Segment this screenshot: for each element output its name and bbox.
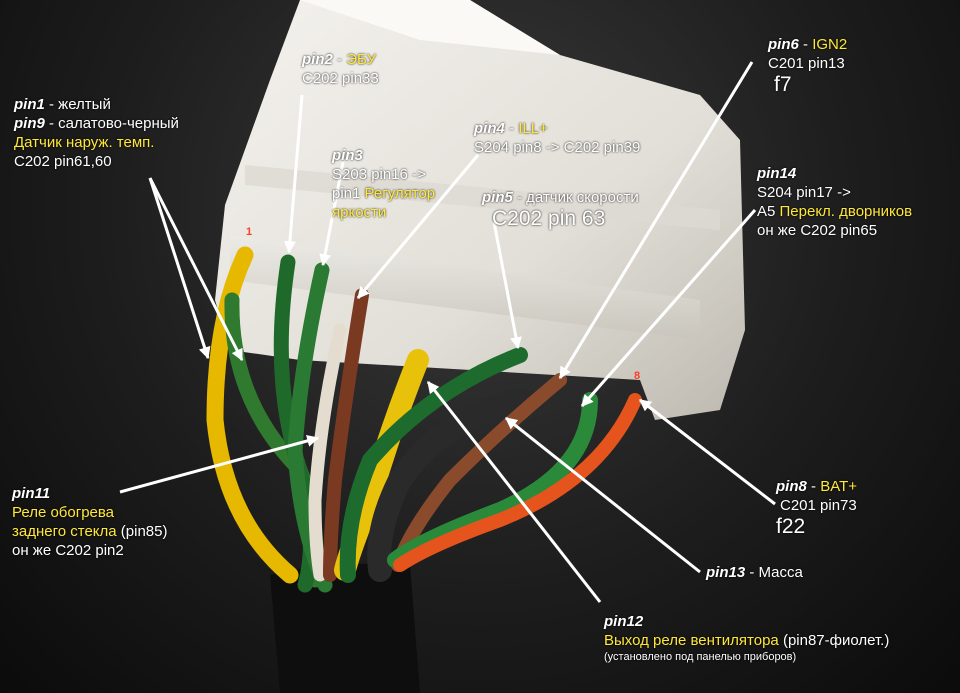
- pin8-name: pin8: [776, 478, 807, 495]
- pin11-name: pin11: [12, 485, 51, 502]
- wire-brown-pin4: [323, 288, 369, 582]
- wire-black-pin13: [367, 388, 532, 582]
- label-pin6: pin6 - IGN2 C201 pin13 f7: [768, 35, 847, 97]
- label-pin11: pin11 Реле обогрева заднего стекла (pin8…: [12, 484, 167, 560]
- pin5-connector: C202 pin 63: [492, 207, 606, 230]
- pin14-prefix: A5: [757, 203, 780, 220]
- pin11-relay-pin: (pin85): [116, 523, 168, 540]
- wire-orange-pin8: [393, 393, 642, 572]
- pin5-function: - датчик скорости: [512, 189, 639, 206]
- label-pin8: pin8 - BAT+ C201 pin73 f22: [776, 477, 857, 539]
- wire-white: [308, 323, 347, 582]
- pin12-relay-pin: (pin87-фиолет.): [778, 632, 890, 649]
- pin11-connector: он же C202 pin2: [12, 542, 124, 559]
- label-pin2: pin2 - ЭБУ C202 pin33: [302, 50, 379, 88]
- connector-marker-1: 1: [246, 226, 253, 238]
- pin3-name: pin3: [332, 147, 363, 164]
- pin12-name: pin12: [604, 613, 644, 630]
- pin6-connector: C201 pin13: [768, 55, 845, 72]
- pin2-name: pin2: [302, 51, 333, 68]
- pin14-function: Перекл. дворников: [779, 203, 913, 220]
- label-pin5: pin5 - датчик скорости C202 pin 63: [482, 188, 639, 231]
- pin11-function-2: заднего стекла: [12, 523, 117, 540]
- pin6-name: pin6: [768, 36, 799, 53]
- label-pin13: pin13 - Масса: [706, 563, 803, 582]
- pin3-function: Регулятор: [364, 185, 436, 202]
- label-pin4: pin4 - ILL+ S204 pin8 -> C202 pin39: [474, 119, 640, 157]
- pin1-name: pin1: [14, 96, 45, 113]
- pin5-name: pin5: [482, 189, 513, 206]
- pin6-function: IGN2: [812, 36, 848, 53]
- pin3-function-2: яркости: [332, 204, 387, 221]
- pin4-function: ILL+: [518, 120, 548, 137]
- pin13-name: pin13: [706, 564, 746, 581]
- pin9-color: - салатово-черный: [44, 115, 179, 132]
- pin8-connector: C201 pin73: [780, 497, 857, 514]
- pin2-connector: C202 pin33: [302, 70, 379, 87]
- connector-housing: [215, 0, 745, 420]
- pin2-function: ЭБУ: [346, 51, 376, 68]
- wire-bundle: [206, 246, 642, 593]
- pin2-sep: -: [332, 51, 347, 68]
- pin4-name: pin4: [474, 120, 505, 137]
- pin6-fuse: f7: [774, 73, 792, 96]
- label-pin1-pin9: pin1 - желтый pin9 - салатово-черный Дат…: [14, 95, 179, 171]
- pin11-function: Реле обогрева: [12, 504, 115, 521]
- pin4-connector: S204 pin8 -> C202 pin39: [474, 139, 641, 156]
- pin8-fuse: f22: [776, 515, 806, 538]
- pin13-function: - Масса: [745, 564, 803, 581]
- pin12-function: Выход реле вентилятора: [604, 632, 779, 649]
- pin14-connector: он же C202 pin65: [757, 222, 878, 239]
- connector-marker-8: 8: [634, 370, 641, 382]
- pin14-name: pin14: [757, 165, 797, 182]
- pin12-note: (установлено под панелью приборов): [604, 651, 797, 663]
- label-pin14: pin14 S204 pin17 -> A5 Перекл. дворников…: [757, 164, 912, 240]
- pin1-color: - желтый: [44, 96, 111, 113]
- pin4-sep: -: [504, 120, 519, 137]
- pin3-prefix: pin1: [332, 185, 365, 202]
- pin3-splice: S203 pin16 ->: [332, 166, 426, 183]
- label-pin3: pin3 S203 pin16 -> pin1 Регулятор яркост…: [332, 146, 435, 222]
- wire-green-pin5: [339, 347, 528, 583]
- wire-brown-pin6: [391, 373, 567, 572]
- wire-green-pin14: [387, 392, 598, 568]
- electrical-tape: [270, 563, 420, 693]
- pin8-function: BAT+: [820, 478, 858, 495]
- pin8-sep: -: [806, 478, 821, 495]
- pin9-name: pin9: [14, 115, 45, 132]
- pin6-sep: -: [798, 36, 813, 53]
- pin1-function: Датчик наруж. темп.: [14, 134, 155, 151]
- pin14-splice: S204 pin17 ->: [757, 184, 851, 201]
- label-pin12: pin12 Выход реле вентилятора (pin87-фиол…: [604, 612, 889, 664]
- callout-arrows: [119, 61, 776, 603]
- pin1-connector: C202 pin61,60: [14, 153, 112, 170]
